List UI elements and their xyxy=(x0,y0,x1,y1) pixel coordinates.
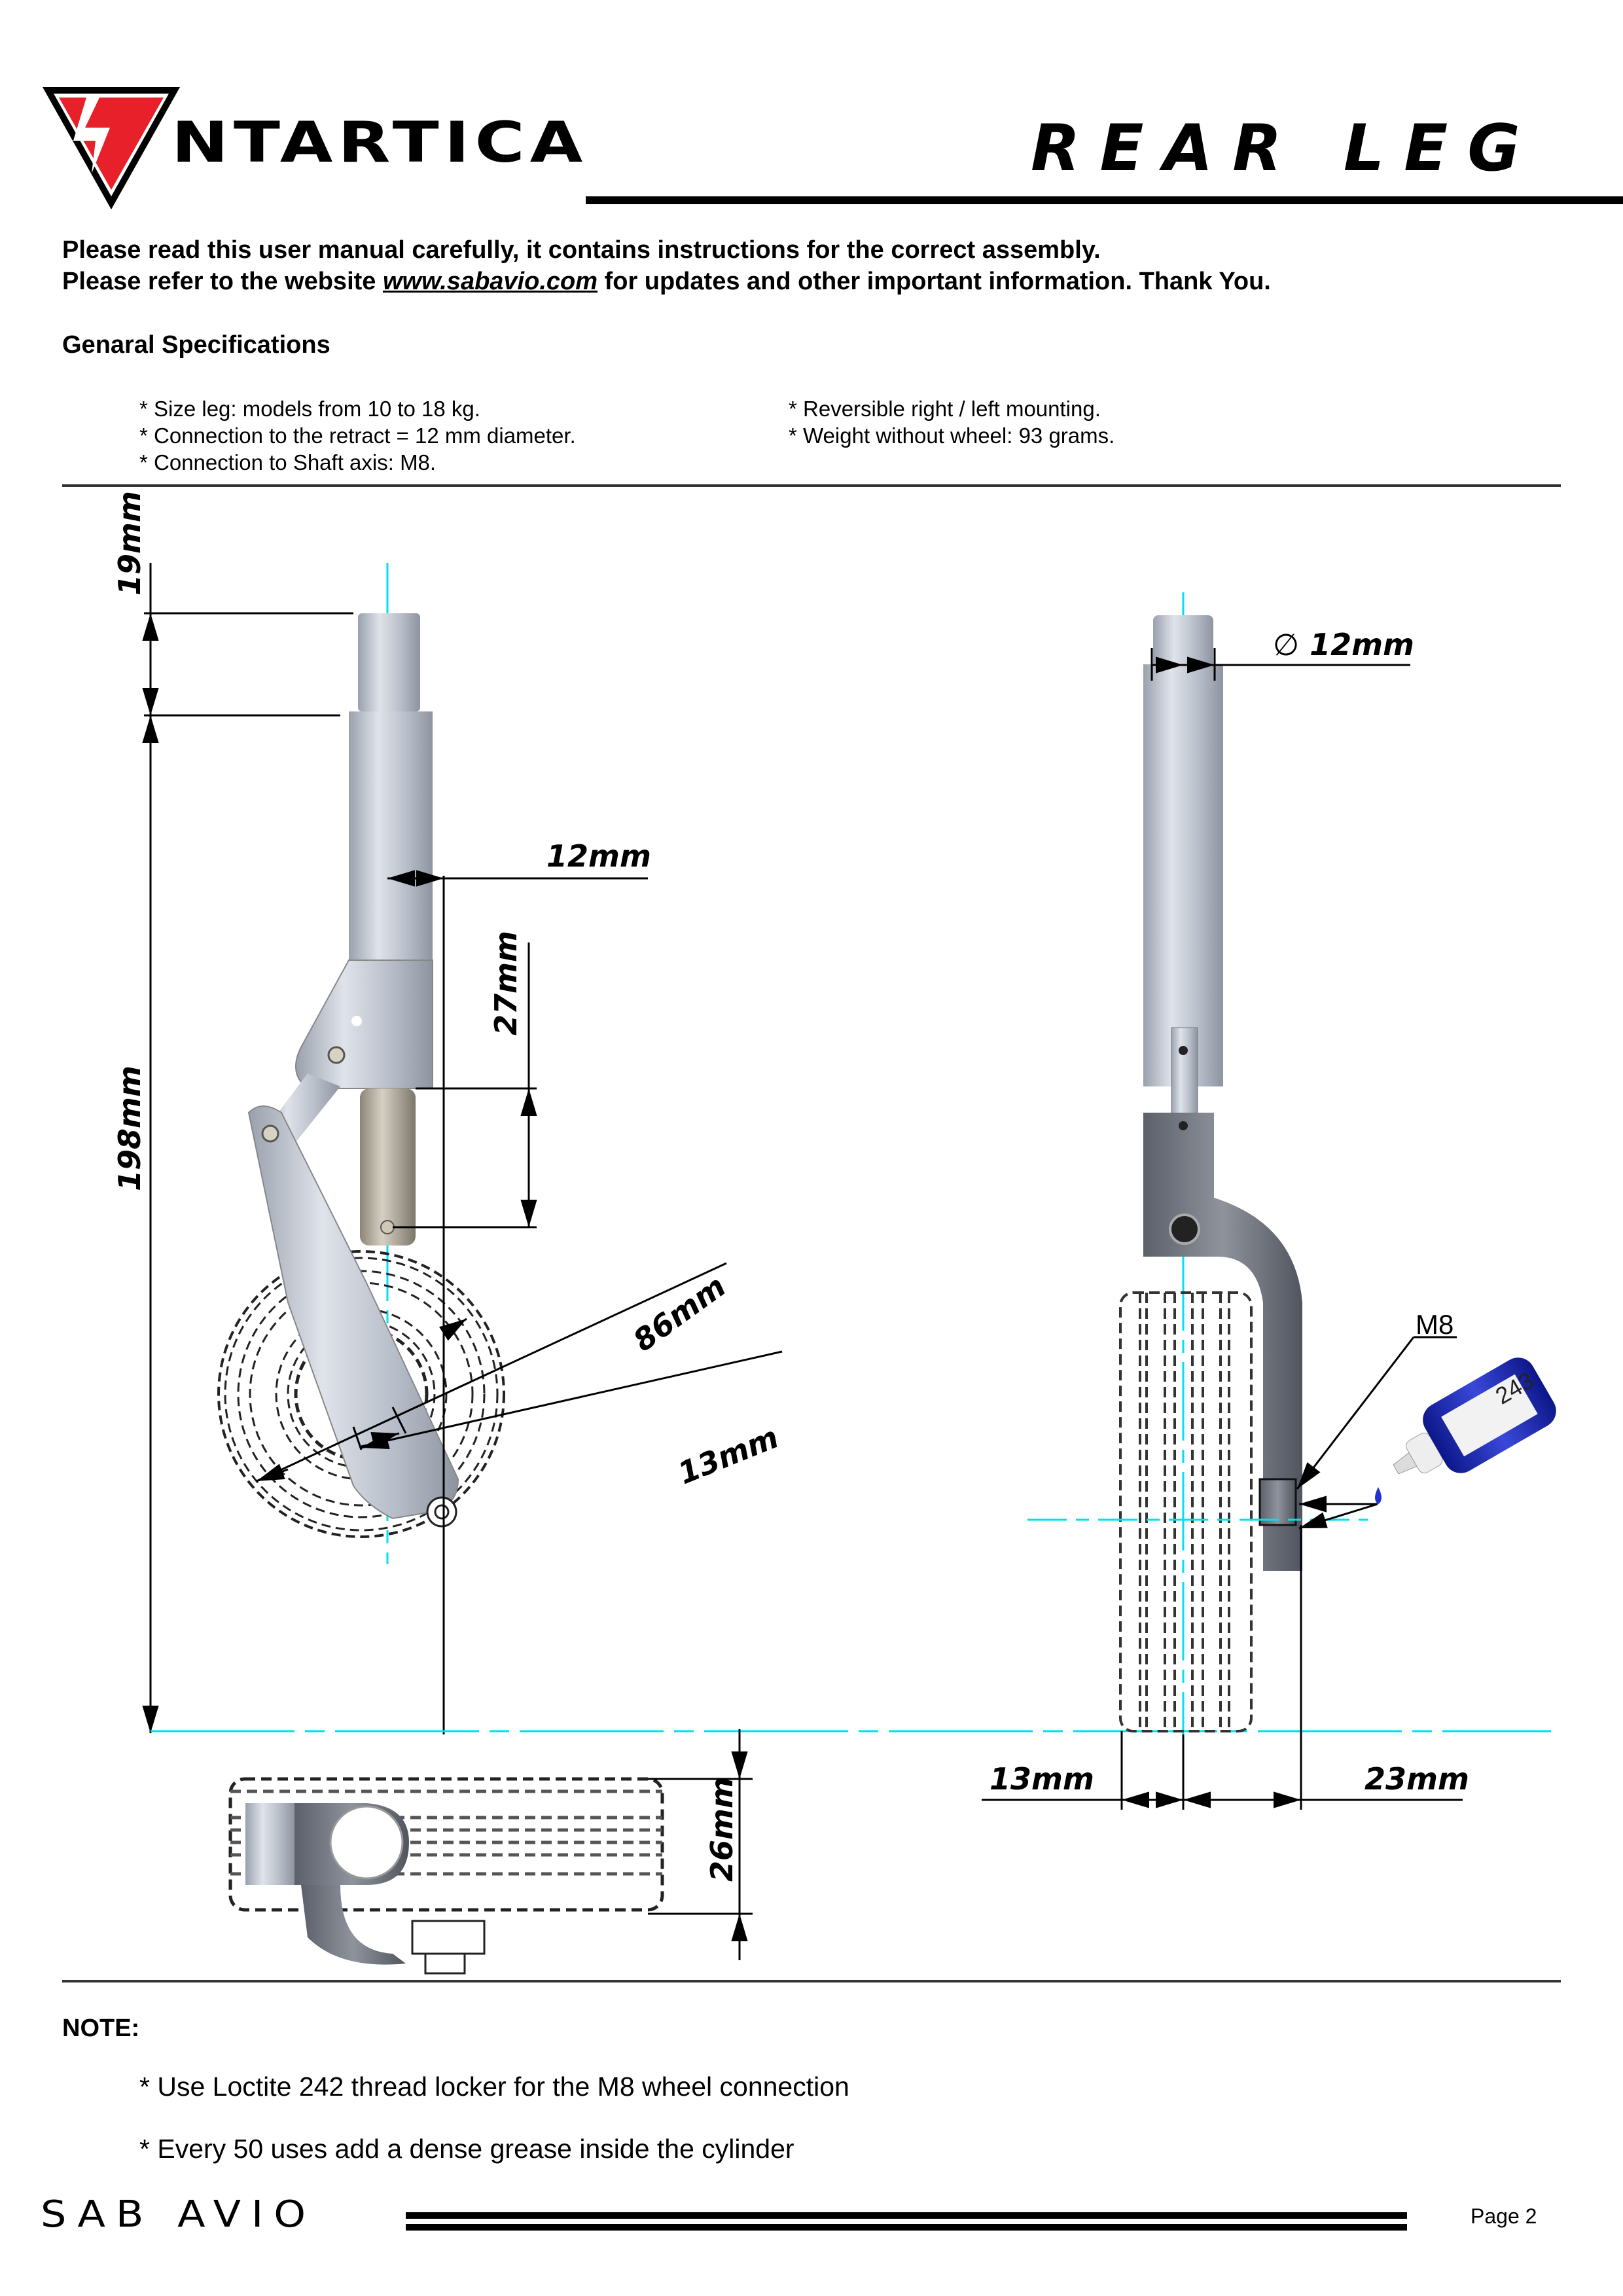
note-item: * Use Loctite 242 thread locker for the … xyxy=(139,2072,849,2102)
intro-line-2-post: for updates and other important informat… xyxy=(597,268,1271,295)
note-item: * Every 50 uses add a dense grease insid… xyxy=(139,2134,794,2164)
top-view xyxy=(228,1729,753,1975)
intro-line-1: Please read this user manual carefully, … xyxy=(62,236,1101,264)
dim-label-26mm: 26mm xyxy=(704,1777,740,1882)
brand-name: NTARTICA xyxy=(171,109,588,175)
intro-line-2-pre: Please refer to the website xyxy=(62,268,383,295)
specs-left-list: * Size leg: models from 10 to 18 kg. * C… xyxy=(139,395,576,476)
spec-item: * Connection to the retract = 12 mm diam… xyxy=(139,423,576,448)
page-number: Page 2 xyxy=(1471,2204,1537,2228)
website-link[interactable]: www.sabavio.com xyxy=(382,268,598,295)
dim-label-27mm: 27mm xyxy=(488,931,524,1035)
dim-label-19mm: 19mm xyxy=(112,491,147,596)
front-view xyxy=(982,592,1463,1810)
brand-logo-icon xyxy=(43,87,180,209)
glue-drop-icon xyxy=(1375,1487,1382,1504)
specs-right-list: * Reversible right / left mounting. * We… xyxy=(789,395,1115,449)
dim-diameter-value: 12mm xyxy=(1310,627,1414,662)
section-divider-top xyxy=(62,484,1561,487)
section-divider-bottom xyxy=(62,1980,1561,1982)
dim-label-23mm: 23mm xyxy=(1364,1761,1469,1797)
page-title: REAR LEG xyxy=(1031,111,1540,186)
spec-item: * Size leg: models from 10 to 18 kg. xyxy=(139,397,480,421)
footer-rule-1 xyxy=(406,2212,1407,2219)
spec-item: * Weight without wheel: 93 grams. xyxy=(789,423,1115,448)
spec-item: * Connection to Shaft axis: M8. xyxy=(139,450,437,475)
footer-brand: SAB AVIO xyxy=(41,2192,317,2236)
callout-m8: M8 xyxy=(1416,1309,1454,1340)
dim-label-diameter-12mm: ∅ 12mm xyxy=(1273,630,1414,660)
dim-label-198mm: 198mm xyxy=(112,1066,147,1191)
side-view xyxy=(142,563,783,1734)
diameter-symbol-icon: ∅ xyxy=(1273,627,1300,662)
intro-text: Please read this user manual carefully, … xyxy=(62,234,1271,297)
title-underline xyxy=(586,196,1623,204)
notes-heading: NOTE: xyxy=(62,2015,140,2042)
dim-label-12mm-offset: 12mm xyxy=(546,838,651,874)
dim-label-13mm: 13mm xyxy=(990,1761,1094,1797)
specs-heading: Genaral Specifications xyxy=(62,331,330,359)
intro-line-2: Please refer to the website www.sabavio.… xyxy=(62,266,1271,297)
footer-rule-2 xyxy=(406,2224,1407,2231)
loctite-bottle-icon xyxy=(1393,1357,1556,1475)
spec-item: * Reversible right / left mounting. xyxy=(789,397,1101,421)
